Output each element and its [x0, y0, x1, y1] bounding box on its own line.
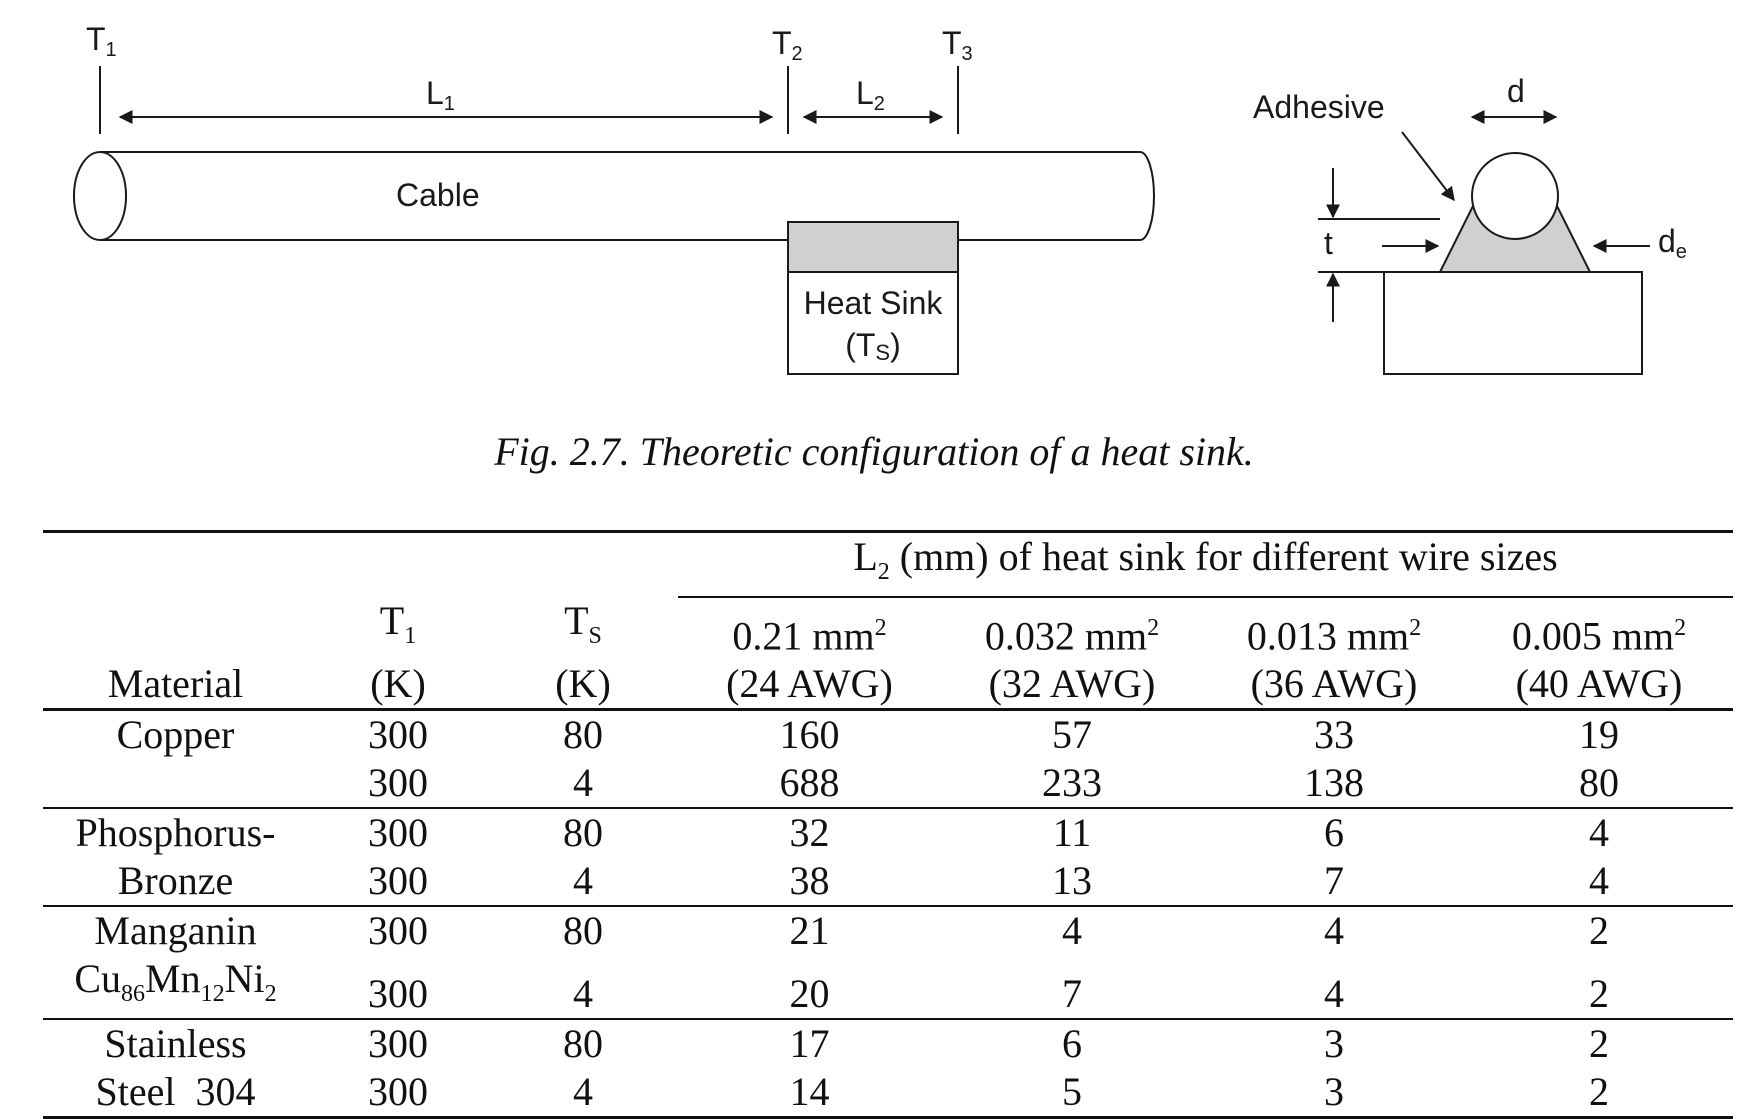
material-cell: Steel 304: [43, 1068, 308, 1119]
wire-col-header-area: 0.21 mm2: [732, 613, 887, 658]
t-label: t: [1324, 225, 1333, 261]
material-cell: Manganin: [43, 905, 308, 955]
wire-col-header-area: 0.032 mm2: [984, 613, 1160, 658]
table-row: Copper 300 80 160 57 33 19: [43, 710, 1733, 760]
col-material-header: Material: [107, 661, 244, 706]
wire-cross-section: [1471, 152, 1559, 240]
wire-col-header-awg: (36 AWG): [1250, 661, 1418, 706]
wire-col-header-area: 0.013 mm2: [1246, 613, 1422, 658]
d-label: d: [1507, 73, 1525, 109]
de-label: de: [1658, 223, 1687, 263]
l2-label: L2: [856, 75, 885, 115]
span-header: L2 (mm) of heat sink for different wire …: [678, 531, 1733, 598]
col-t1-unit: (K): [370, 661, 426, 706]
wire-col-header-awg: (32 AWG): [988, 661, 1156, 706]
col-ts-header: TS: [564, 598, 602, 649]
cable-label: Cable: [396, 177, 480, 213]
adhesive-label: Adhesive: [1253, 89, 1385, 125]
material-cell: Stainless: [43, 1018, 308, 1068]
substrate-block: [1383, 271, 1643, 375]
material-cell: [43, 759, 308, 808]
cable-body: [100, 151, 1155, 241]
table-row: Stainless 300 80 17 6 3 2: [43, 1018, 1733, 1068]
table-row: Steel 304 300 4 14 5 3 2: [43, 1068, 1733, 1119]
table-row: 300 4 688 233 138 80: [43, 759, 1733, 808]
figure-caption: Fig. 2.7. Theoretic configuration of a h…: [494, 429, 1254, 474]
table-row: Bronze 300 4 38 13 7 4: [43, 857, 1733, 906]
wire-col-header-awg: (40 AWG): [1515, 661, 1683, 706]
l1-label: L1: [426, 75, 455, 115]
col-t1-header: T1: [379, 598, 417, 649]
material-cell: Cu86Mn12Ni2: [74, 956, 277, 1007]
wire-col-header-area: 0.005 mm2: [1511, 613, 1687, 658]
adhesive-pointer: [1401, 131, 1455, 202]
heat-sink-length-table: L2 (mm) of heat sink for different wire …: [43, 530, 1733, 1119]
t1-label: T1: [86, 21, 117, 61]
wire-col-header-awg: (24 AWG): [726, 661, 893, 706]
t3-label: T3: [942, 25, 973, 65]
col-ts-unit: (K): [555, 661, 611, 706]
table-row: Manganin 300 80 21 4 4 2: [43, 905, 1733, 955]
heat-sink-label: Heat Sink: [804, 285, 944, 321]
table-row: Cu86Mn12Ni2 300 4 20 7 4 2: [43, 955, 1733, 1019]
heat-sink-diagram: T1 T2 T3 L1 L2 Cable Heat Sink (TS) Adhe…: [73, 21, 1687, 375]
material-cell: Bronze: [117, 858, 234, 903]
heat-sink-contact: [787, 221, 959, 273]
heat-sink-block: [787, 271, 959, 375]
cable-end: [73, 151, 127, 241]
heat-sink-temp-label: (TS): [845, 327, 901, 365]
material-cell: Phosphorus-: [43, 807, 308, 857]
t2-label: T2: [772, 25, 803, 65]
material-cell: Copper: [116, 712, 235, 757]
table-row: Phosphorus- 300 80 32 11 6 4: [43, 807, 1733, 857]
